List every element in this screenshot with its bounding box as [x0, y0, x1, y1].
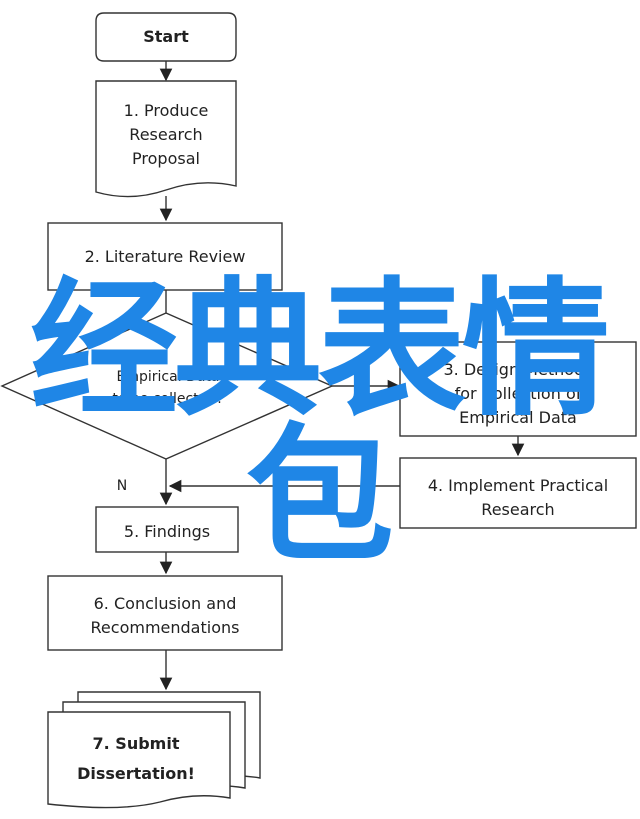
step4-line1: 4. Implement Practical: [428, 476, 608, 495]
step3-line2: for Collection of: [455, 384, 582, 403]
step6-node: 6. Conclusion and Recommendations: [47, 575, 283, 651]
step2-node: 2. Literature Review: [47, 222, 283, 291]
step3-line1: 3. Design Methods: [443, 360, 592, 379]
start-label: Start: [143, 27, 189, 46]
yes-label: Y: [351, 360, 361, 376]
no-label: N: [117, 478, 127, 494]
step7-line1: 7. Submit: [93, 734, 180, 753]
step5-label: 5. Findings: [124, 522, 210, 541]
step4-node: 4. Implement Practical Research: [399, 457, 637, 529]
step6-line1: 6. Conclusion and: [94, 594, 237, 613]
step5-node: 5. Findings: [95, 506, 239, 553]
step7-node: 7. Submit Dissertation!: [47, 691, 261, 809]
step3-line3: Empirical Data: [459, 408, 577, 427]
step1-node: 1. Produce Research Proposal: [95, 80, 237, 198]
decision-node: Empirical Data to be collected?: [0, 312, 334, 460]
step1-line3: Proposal: [132, 149, 200, 168]
step2-label: 2. Literature Review: [85, 247, 246, 266]
start-node: Start: [95, 12, 237, 62]
step3-node: 3. Design Methods for Collection of Empi…: [399, 341, 637, 437]
decision-line1: Empirical Data: [117, 369, 220, 385]
step1-line2: Research: [129, 125, 202, 144]
step4-line2: Research: [481, 500, 554, 519]
step1-line1: 1. Produce: [124, 101, 209, 120]
decision-line2: to be collected?: [112, 391, 223, 407]
step6-line2: Recommendations: [91, 618, 240, 637]
step7-line2: Dissertation!: [77, 764, 195, 783]
